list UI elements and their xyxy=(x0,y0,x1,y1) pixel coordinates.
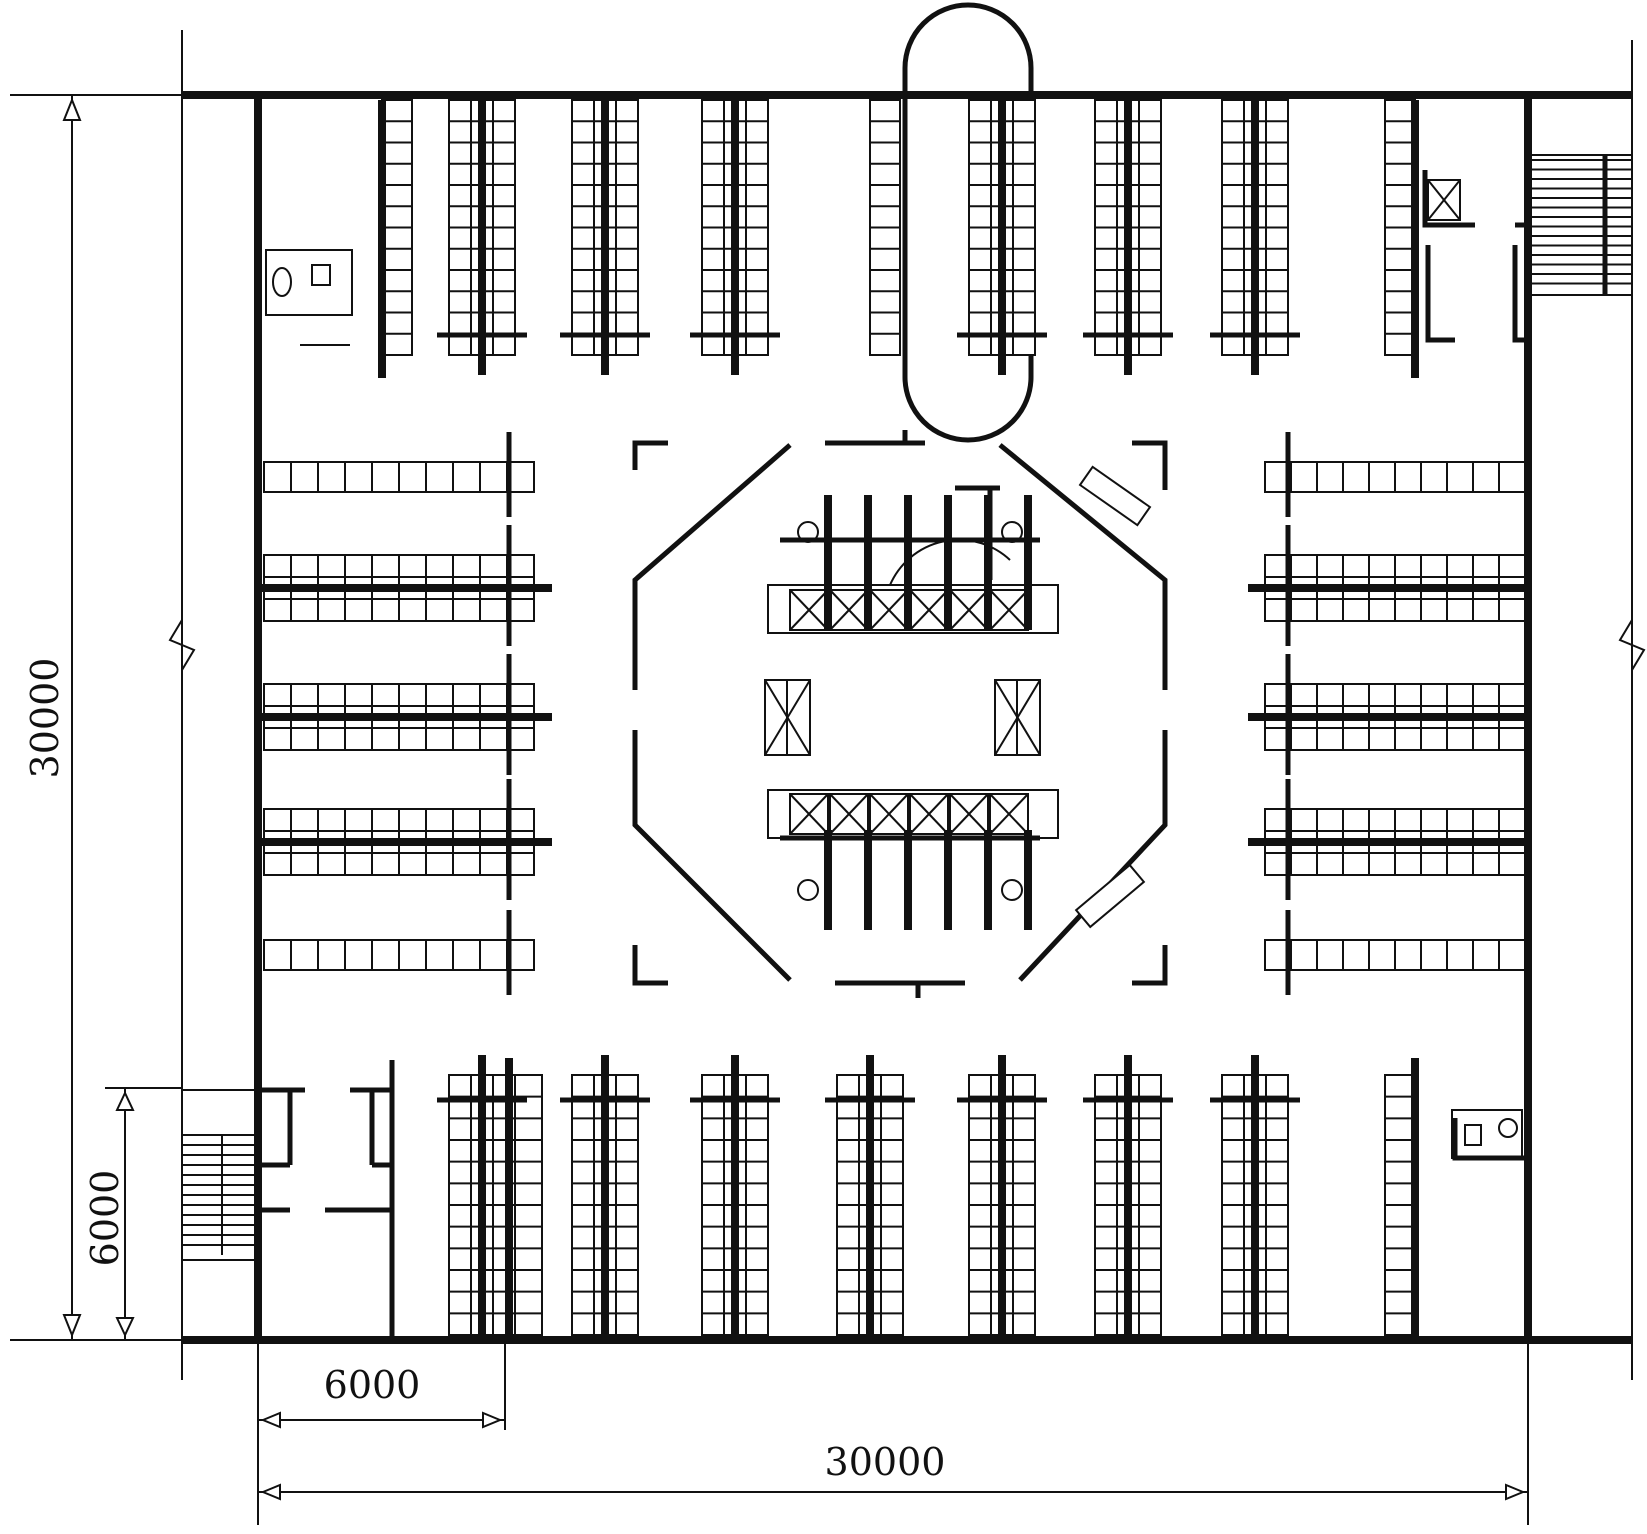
shelf-rack xyxy=(957,99,1047,375)
shelf-rack xyxy=(1210,99,1300,375)
service-rooms xyxy=(258,1060,395,1340)
dimension-width-label: 30000 xyxy=(825,1440,946,1484)
shelf-rack xyxy=(1264,432,1526,517)
shelf-rack xyxy=(1248,779,1528,900)
shelf-rack xyxy=(690,1055,780,1340)
dimension-bay-height-label: 6000 xyxy=(83,1170,127,1267)
toilet-icon xyxy=(265,249,1525,1161)
center-fixtures xyxy=(764,485,1059,930)
shelf-rack xyxy=(1384,1074,1416,1336)
shelf-rack xyxy=(1248,525,1528,646)
shelf-rack xyxy=(560,99,650,375)
shelf-rack xyxy=(869,99,901,356)
shelf-rack xyxy=(1384,99,1416,356)
stair-icon xyxy=(181,1089,259,1261)
shelf-rack xyxy=(381,99,413,356)
service-box xyxy=(1422,170,1530,343)
stair-icon xyxy=(1529,154,1633,296)
shelf-rack xyxy=(258,654,552,775)
shelf-rack xyxy=(1248,654,1528,775)
shelf-rack xyxy=(957,1055,1047,1340)
shelf-rack xyxy=(825,1055,915,1340)
shelf-rack xyxy=(690,99,780,375)
dimension-lines xyxy=(10,94,1529,1525)
shelf-rack xyxy=(1083,99,1173,375)
display-case-row xyxy=(764,679,1041,756)
central-octagon xyxy=(632,430,1168,998)
display-case-row xyxy=(767,789,1059,930)
counter-icon xyxy=(1074,465,1152,929)
shelf-rack xyxy=(258,525,552,646)
shelf-rack xyxy=(263,910,535,995)
stair-icon xyxy=(181,154,1633,1261)
dimension-bay-width-label: 6000 xyxy=(324,1363,421,1407)
shelf-rack xyxy=(263,432,535,517)
shelf-rack xyxy=(1083,1055,1173,1340)
dimension-height-label: 30000 xyxy=(23,658,67,779)
shelf-rack xyxy=(1264,910,1526,995)
shelf-rack xyxy=(437,99,527,375)
shelf-rack xyxy=(511,1074,543,1336)
shelf-rack xyxy=(437,1055,527,1340)
display-case-row xyxy=(767,485,1059,634)
shelf-rack xyxy=(258,779,552,900)
shelf-rack xyxy=(1210,1055,1300,1340)
shelf-rack xyxy=(560,1055,650,1340)
shelving-racks xyxy=(258,99,1528,1340)
